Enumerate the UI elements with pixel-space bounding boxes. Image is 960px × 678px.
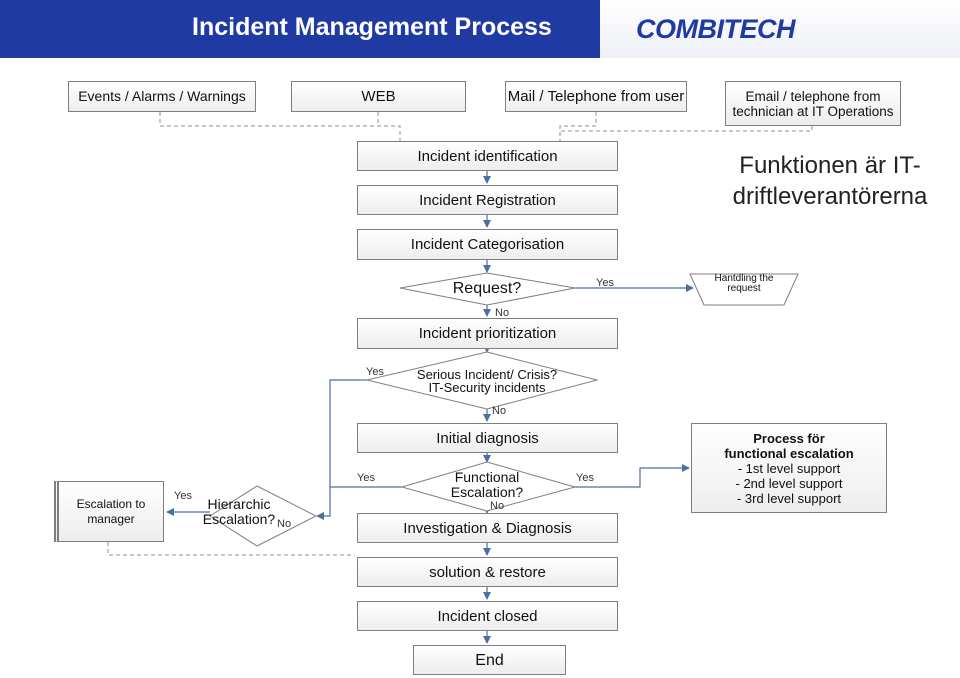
handling-shape: [689, 273, 799, 306]
solution-restore-box: solution & restore: [357, 557, 618, 587]
flow-connector: [329, 379, 367, 487]
dashed-connector: [159, 112, 401, 141]
no-label: No: [490, 500, 505, 512]
no-label: No: [277, 518, 292, 530]
handling-label: Hantdling the request: [714, 273, 774, 294]
web-box: WEB: [291, 81, 466, 112]
decision-serious: [366, 351, 599, 410]
incident-registration-box: Incident Registration: [357, 185, 618, 215]
process-item: - 2nd level support: [735, 476, 843, 491]
functional-escalation-process-box: Process för functional escalation - 1st …: [691, 423, 887, 513]
no-label: No: [492, 405, 507, 417]
yes-label: Yes: [596, 277, 614, 289]
process-title-line1: Process för: [753, 431, 825, 446]
serious-label-line1: Serious Incident/ Crisis?: [416, 367, 558, 382]
process-item: - 1st level support: [737, 461, 841, 476]
initial-diagnosis-box: Initial diagnosis: [357, 423, 618, 453]
incident-prioritization-box: Incident prioritization: [357, 318, 618, 349]
function-note: Funktionen är IT-driftleverantörerna: [732, 152, 928, 210]
yes-label: Yes: [357, 472, 375, 484]
flow-connector: [316, 486, 402, 520]
request-label: Request?: [452, 280, 522, 297]
decision-hierarchic: [209, 485, 318, 547]
escalation-manager-box: Escalation to manager: [54, 481, 164, 542]
decision-functional: [400, 461, 577, 512]
process-title-line2: functional escalation: [724, 446, 854, 461]
no-label: No: [495, 307, 510, 319]
hierarchic-label: Hierarchic Escalation?: [202, 496, 276, 527]
mail-telephone-box: Mail / Telephone from user: [505, 81, 687, 112]
process-item: - 3rd level support: [736, 491, 842, 506]
incident-closed-box: Incident closed: [357, 601, 618, 631]
end-box: End: [413, 645, 566, 675]
flow-connector: [575, 464, 690, 488]
serious-label-line2: IT-Security incidents: [428, 380, 546, 395]
incident-categorisation-box: Incident Categorisation: [357, 229, 618, 260]
yes-label: Yes: [174, 490, 192, 502]
company-logo: COMBITECH: [636, 14, 796, 44]
title-bar: Incident Management Process: [0, 0, 600, 58]
yes-label: Yes: [576, 472, 594, 484]
page-title: Incident Management Process: [192, 13, 552, 41]
dashed-connector: [560, 126, 813, 132]
dashed-connector: [107, 542, 355, 556]
yes-label: Yes: [366, 366, 384, 378]
functional-label: Functional Escalation?: [450, 469, 524, 500]
decision-request: [399, 272, 576, 306]
email-technician-box: Email / telephone from technician at IT …: [725, 81, 901, 126]
investigation-diagnosis-box: Investigation & Diagnosis: [357, 513, 618, 543]
events-alarms-box: Events / Alarms / Warnings: [68, 81, 256, 112]
dashed-connector: [559, 112, 597, 141]
incident-identification-box: Incident identification: [357, 141, 618, 171]
